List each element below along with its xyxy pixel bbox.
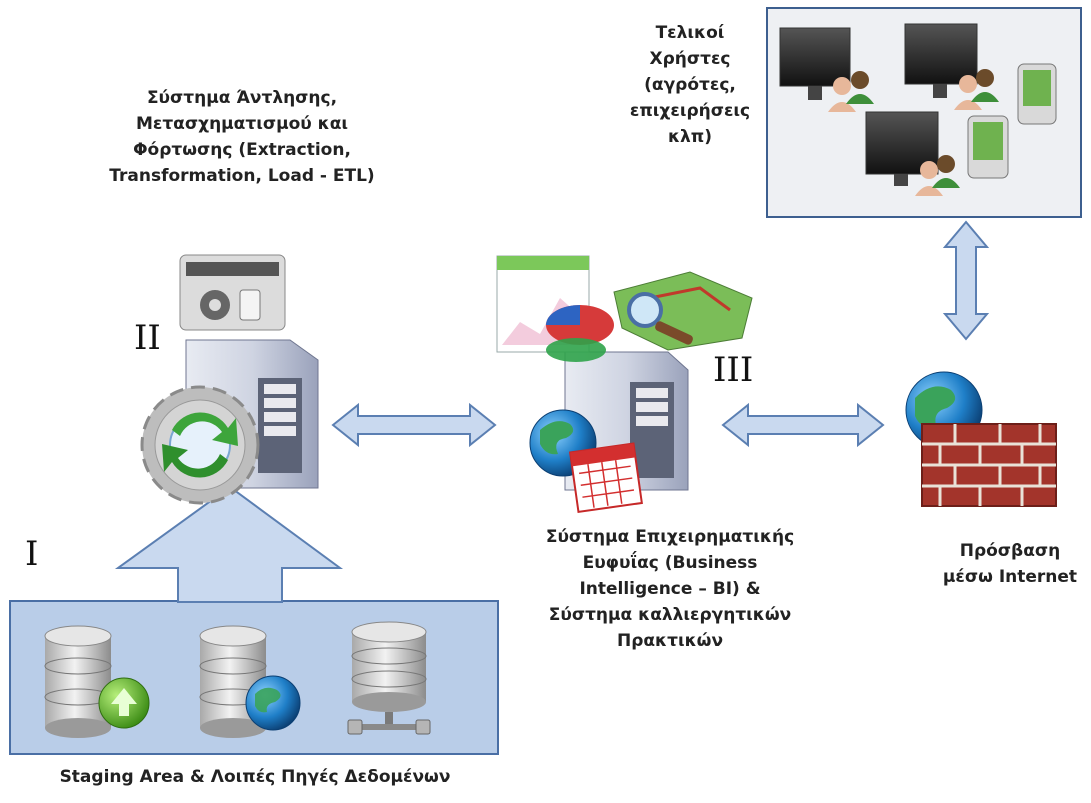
marker-three: III (713, 350, 754, 390)
sources-label: Staging Area & Λοιπές Πηγές Δεδομένων (59, 767, 451, 787)
marker-two: II (134, 318, 161, 358)
globe-firewall-icon (905, 371, 1057, 507)
marker-one: I (25, 534, 39, 574)
database-globe-icon (199, 625, 301, 738)
bi-label: Σύστημα Επιχειρηματικής Ευφυΐας (Busines… (545, 527, 795, 651)
computers-users-phones-icon (779, 23, 1057, 196)
server-with-charts-globe-calendar-icon (496, 255, 753, 514)
double-arrow-etl-bi (331, 402, 497, 448)
etl-label: Σύστημα Άντλησης, Μετασχηματισμού και Φό… (109, 88, 375, 186)
database-upload-icon (44, 625, 150, 738)
internet-label: Πρόσβαση μέσω Internet (942, 541, 1078, 587)
double-arrow-bi-internet (721, 402, 885, 448)
database-network-icon (347, 621, 431, 735)
server-with-sync-gear-icon (140, 254, 319, 505)
end-users-label: Τελικοί Χρήστες (αγρότες, επιχειρήσεις κ… (629, 23, 751, 147)
double-arrow-internet-users (942, 220, 990, 341)
up-arrow (114, 485, 344, 603)
